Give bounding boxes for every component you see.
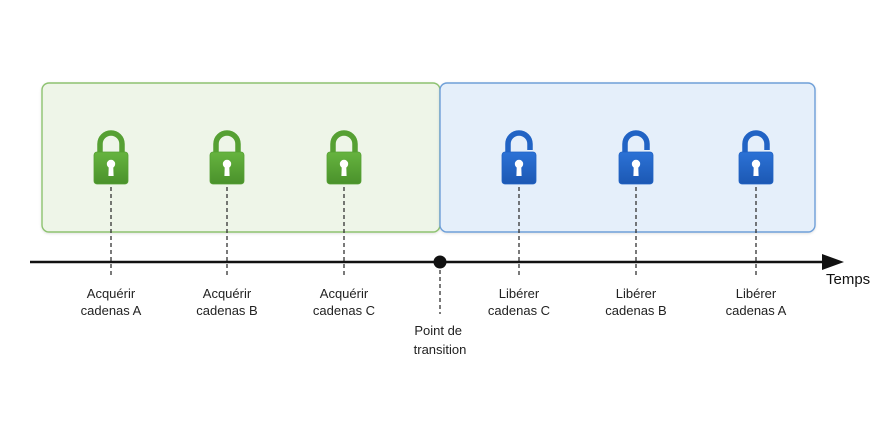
step-label-line1: Acquérir xyxy=(87,286,136,301)
step-label-line2: cadenas A xyxy=(726,303,787,318)
transition-point-marker xyxy=(433,255,447,269)
step-label-line1: Libérer xyxy=(616,286,657,301)
step-label-line2: cadenas B xyxy=(196,303,257,318)
locked-padlock-icon xyxy=(93,130,129,185)
step-label-line1: Libérer xyxy=(736,286,777,301)
step-label: Acquérir cadenas A xyxy=(81,286,142,318)
step-label: Acquérir cadenas C xyxy=(313,286,375,318)
locked-padlock-icon xyxy=(326,130,362,185)
step-label: Libérer cadenas B xyxy=(605,286,666,318)
step-label-line1: Libérer xyxy=(499,286,540,301)
transition-label-line1: Point de xyxy=(414,323,462,338)
unlocked-padlock-icon xyxy=(501,130,537,185)
step-label: Libérer cadenas A xyxy=(726,286,787,318)
step-label-line2: cadenas C xyxy=(488,303,550,318)
step-label-line1: Acquérir xyxy=(203,286,252,301)
step-label-line2: cadenas A xyxy=(81,303,142,318)
step-label: Libérer cadenas C xyxy=(488,286,550,318)
time-axis-label: Temps xyxy=(826,271,870,288)
step-label: Acquérir cadenas B xyxy=(196,286,257,318)
step-label-line2: cadenas B xyxy=(605,303,666,318)
unlocked-padlock-icon xyxy=(618,130,654,185)
step-label-line1: Acquérir xyxy=(320,286,369,301)
locked-padlock-icon xyxy=(209,130,245,185)
time-axis: Temps xyxy=(30,254,870,288)
unlocked-padlock-icon xyxy=(738,130,774,185)
step-label-line2: cadenas C xyxy=(313,303,375,318)
transition-label-line2: transition xyxy=(414,342,467,357)
lock-icons xyxy=(93,130,774,185)
dashed-connectors xyxy=(110,187,757,276)
time-axis-arrowhead-icon xyxy=(822,254,844,270)
transition-point-label: Point de transition xyxy=(414,323,467,357)
